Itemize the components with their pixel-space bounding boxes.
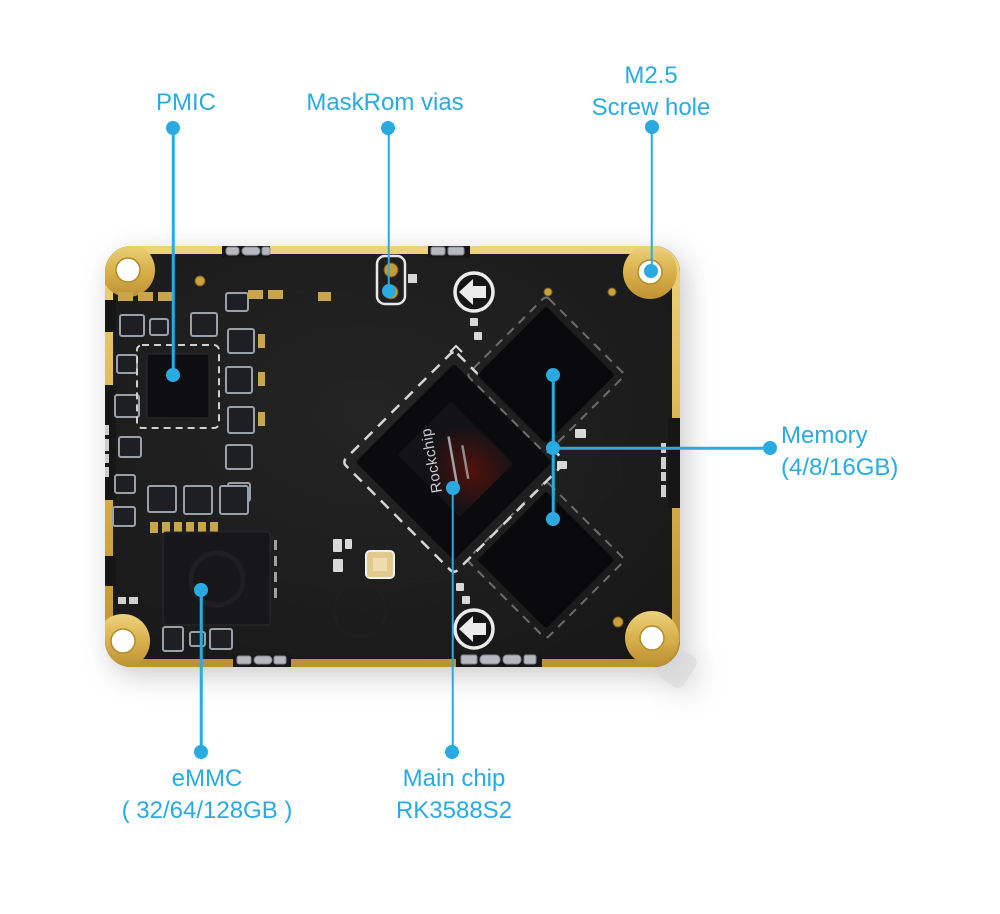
pmic-chip — [136, 344, 220, 429]
label-screw-hole: M2.5 Screw hole — [592, 60, 711, 124]
emmc-chip — [162, 531, 277, 626]
crystal-component — [365, 550, 395, 579]
label-main-chip: Main chip RK3588S2 — [396, 763, 512, 827]
label-maskrom-vias: MaskRom vias — [306, 87, 463, 119]
label-memory: Memory (4/8/16GB) — [781, 420, 898, 484]
label-text: Main chip — [402, 765, 506, 792]
edge-components — [225, 246, 537, 665]
solder-pads — [118, 290, 331, 533]
label-pmic: PMIC — [156, 87, 216, 119]
label-text: ( 32/64/128GB ) — [121, 797, 293, 824]
screw-hole-top-left — [115, 257, 141, 283]
memory-chip-bottom — [467, 481, 625, 639]
label-text: Memory — [781, 422, 868, 449]
polarity-chevron — [449, 344, 463, 353]
screw-hole-bottom-left — [110, 628, 136, 654]
label-text: eMMC — [171, 765, 243, 792]
label-text: Screw hole — [591, 94, 711, 121]
label-text: M2.5 — [624, 62, 678, 89]
label-text: (4/8/16GB) — [781, 454, 899, 481]
vias — [194, 275, 624, 628]
label-emmc: eMMC ( 32/64/128GB ) — [122, 763, 293, 827]
label-text: PMIC — [156, 89, 216, 116]
label-text: RK3588S2 — [395, 797, 513, 824]
label-text: MaskRom vias — [306, 89, 464, 116]
screw-hole-top-right — [637, 259, 663, 285]
arrow-left-icon — [453, 271, 495, 313]
arrow-left-icon — [453, 608, 495, 650]
main-chip: Rockchip — [343, 351, 565, 573]
screw-hole-bottom-right — [639, 625, 665, 651]
small-components — [112, 292, 255, 652]
